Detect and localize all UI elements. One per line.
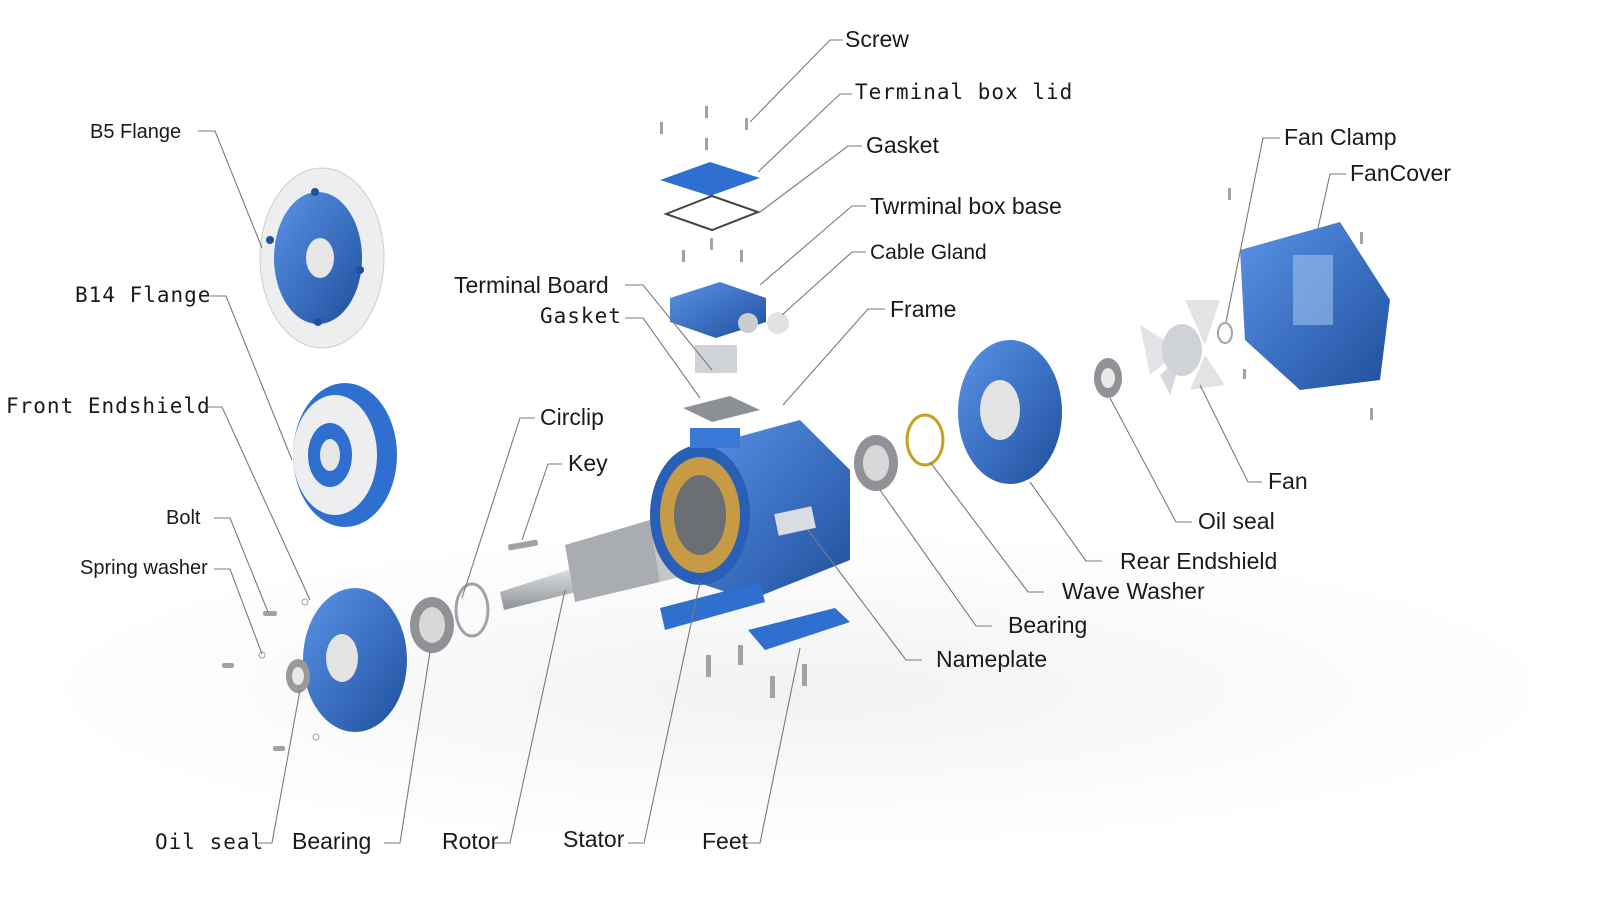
label-feet: Feet xyxy=(702,828,749,854)
cover-screws xyxy=(1228,188,1373,420)
leader-key xyxy=(521,463,562,541)
label-bearing-bottom: Bearing xyxy=(292,828,372,854)
leader-bearing-bottom xyxy=(384,651,431,844)
label-front-endshield: Front Endshield xyxy=(6,394,211,418)
label-fan-clamp: Fan Clamp xyxy=(1284,124,1397,150)
leader-bearing-right xyxy=(879,489,992,627)
rear-bearing xyxy=(854,435,898,491)
label-rear-endshield: Rear Endshield xyxy=(1120,548,1278,574)
label-bearing-right: Bearing xyxy=(1008,612,1088,638)
label-terminal-box-lid: Terminal box lid xyxy=(855,80,1074,104)
feet xyxy=(748,608,850,650)
leader-circlip xyxy=(461,417,535,599)
leader-fan-cover xyxy=(1317,173,1346,229)
label-frame: Frame xyxy=(890,296,957,322)
label-key: Key xyxy=(568,450,608,476)
leader-stator xyxy=(628,581,701,844)
leader-front-endshield xyxy=(206,406,311,601)
leader-terminal-box-base xyxy=(759,205,866,286)
label-b5-flange: B5 Flange xyxy=(90,121,182,143)
fan-clamp xyxy=(1217,322,1233,344)
b14-flange xyxy=(293,383,397,527)
label-nameplate: Nameplate xyxy=(936,646,1048,672)
label-cable-gland: Cable Gland xyxy=(870,241,987,264)
label-spring-washer: Spring washer xyxy=(80,557,208,579)
label-screw: Screw xyxy=(845,26,909,52)
fan-cover xyxy=(1240,222,1390,390)
wave-washer xyxy=(905,413,945,467)
label-gasket-mid: Gasket xyxy=(540,304,622,328)
terminal-screws xyxy=(660,106,748,262)
front-endshield xyxy=(286,588,407,732)
label-gasket-top: Gasket xyxy=(866,132,939,158)
front-bearing xyxy=(410,597,454,653)
label-stator: Stator xyxy=(563,826,625,852)
leader-oil-seal-bottom xyxy=(258,689,301,844)
label-oil-seal-bottom: Oil seal xyxy=(155,830,265,854)
label-wave-washer: Wave Washer xyxy=(1062,578,1205,604)
leader-nameplate xyxy=(807,529,922,661)
label-bolt: Bolt xyxy=(166,507,201,529)
rear-endshield xyxy=(958,340,1062,484)
label-fan-cover: FanCover xyxy=(1350,160,1451,186)
leader-rear-endshield xyxy=(1029,481,1102,562)
leader-terminal-box-lid xyxy=(757,93,852,173)
leader-screw xyxy=(749,39,843,123)
leader-fan xyxy=(1199,384,1262,483)
foot-bolts xyxy=(706,645,807,698)
label-b14-flange: B14 Flange xyxy=(75,283,212,307)
b5-flange xyxy=(259,167,385,349)
leader-gasket-mid xyxy=(625,317,701,399)
leader-spring-washer xyxy=(214,568,263,655)
leader-oil-seal-right xyxy=(1109,397,1192,523)
label-circlip: Circlip xyxy=(540,404,604,430)
label-rotor: Rotor xyxy=(442,828,499,854)
leader-wave-washer xyxy=(929,461,1044,593)
leader-b14-flange xyxy=(210,295,293,461)
leader-b5-flange xyxy=(198,130,263,249)
bolts-left xyxy=(222,598,320,751)
label-terminal-box-base: Twrminal box base xyxy=(870,193,1062,219)
leader-terminal-board xyxy=(625,284,713,371)
fan xyxy=(1140,300,1225,395)
rear-oil-seal xyxy=(1094,358,1122,398)
label-terminal-board: Terminal Board xyxy=(454,272,609,298)
leader-bolt xyxy=(214,517,269,613)
leader-rotor xyxy=(494,589,566,844)
circlip xyxy=(454,582,490,638)
leader-gasket-top xyxy=(759,145,862,213)
label-fan: Fan xyxy=(1268,468,1308,494)
leader-cable-gland xyxy=(781,251,866,316)
motor-frame xyxy=(650,420,850,630)
leader-fan-clamp xyxy=(1225,137,1280,323)
leader-feet xyxy=(742,647,801,844)
terminal-box xyxy=(660,162,789,422)
leader-frame xyxy=(782,308,885,406)
label-oil-seal-right: Oil seal xyxy=(1198,508,1275,534)
key xyxy=(508,539,538,551)
